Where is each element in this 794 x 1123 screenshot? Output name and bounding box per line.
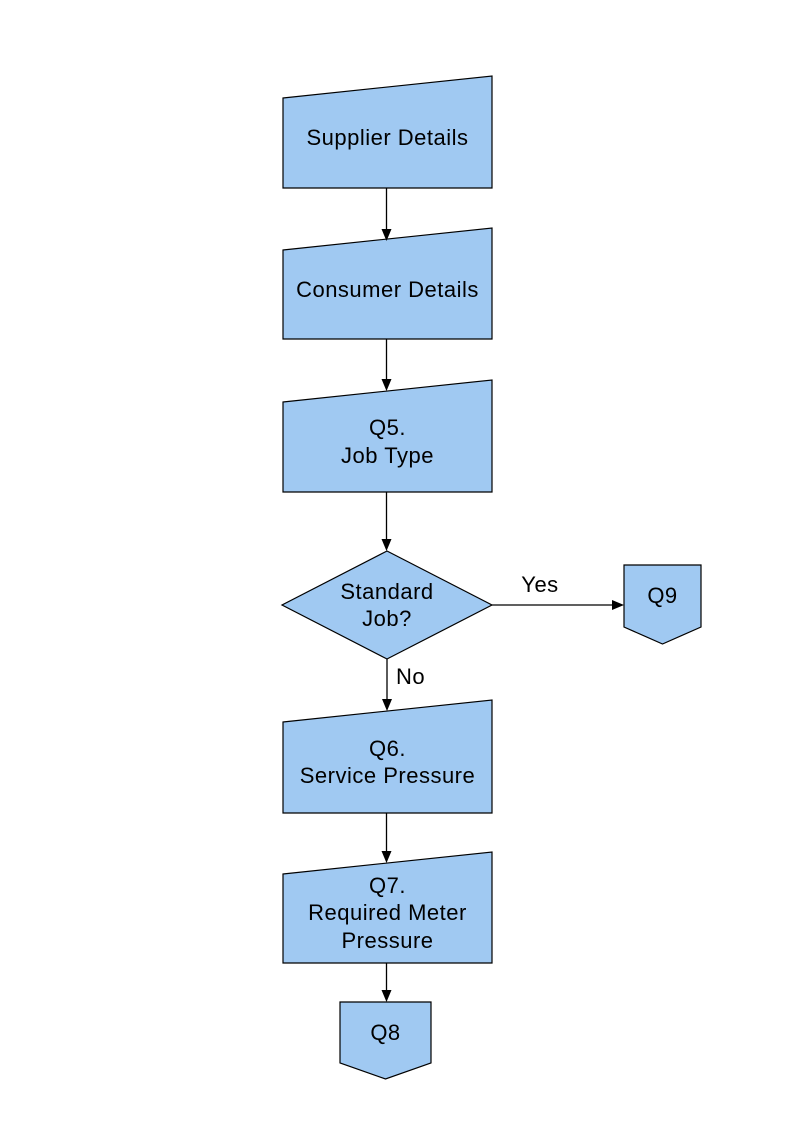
- edge-label-yes: Yes: [521, 572, 559, 597]
- arrowhead-q7-to-q8: [381, 990, 392, 1002]
- node-q7-required-meter-pressure-shape: [282, 851, 493, 964]
- node-consumer-details-label: Consumer Details: [296, 276, 479, 302]
- node-q5-job-type-shape: [282, 379, 493, 493]
- node-q5-job-type-label: Q5. Job Type: [341, 415, 434, 468]
- node-q8-connector-label: Q8: [370, 1019, 401, 1045]
- arrowhead-q5-to-decision: [381, 539, 392, 551]
- node-q6-service-pressure-label: Q6. Service Pressure: [299, 735, 476, 789]
- arrowhead-q6-to-q7: [381, 851, 392, 863]
- node-q7-required-meter-pressure-label: Q7. Required Meter Pressure: [308, 872, 467, 953]
- arrowhead-decision-no-to-q6: [382, 699, 392, 711]
- arrowhead-consumer-to-q5: [381, 379, 392, 391]
- node-consumer-details-shape: [282, 227, 493, 340]
- node-q9-connector-shape: [623, 564, 702, 645]
- arrowhead-supplier-to-consumer: [381, 229, 392, 241]
- node-q6-service-pressure-shape: [282, 699, 493, 814]
- node-q8-connector-shape: [339, 1001, 432, 1080]
- edge-label-no: No: [396, 664, 426, 689]
- node-supplier-details-shape: [282, 75, 493, 189]
- node-q9-connector-label: Q9: [647, 583, 678, 609]
- arrowhead-decision-yes-to-q9: [612, 600, 624, 610]
- node-supplier-details-label: Supplier Details: [306, 125, 469, 151]
- node-standard-job-decision-label: Standard Job?: [340, 578, 434, 632]
